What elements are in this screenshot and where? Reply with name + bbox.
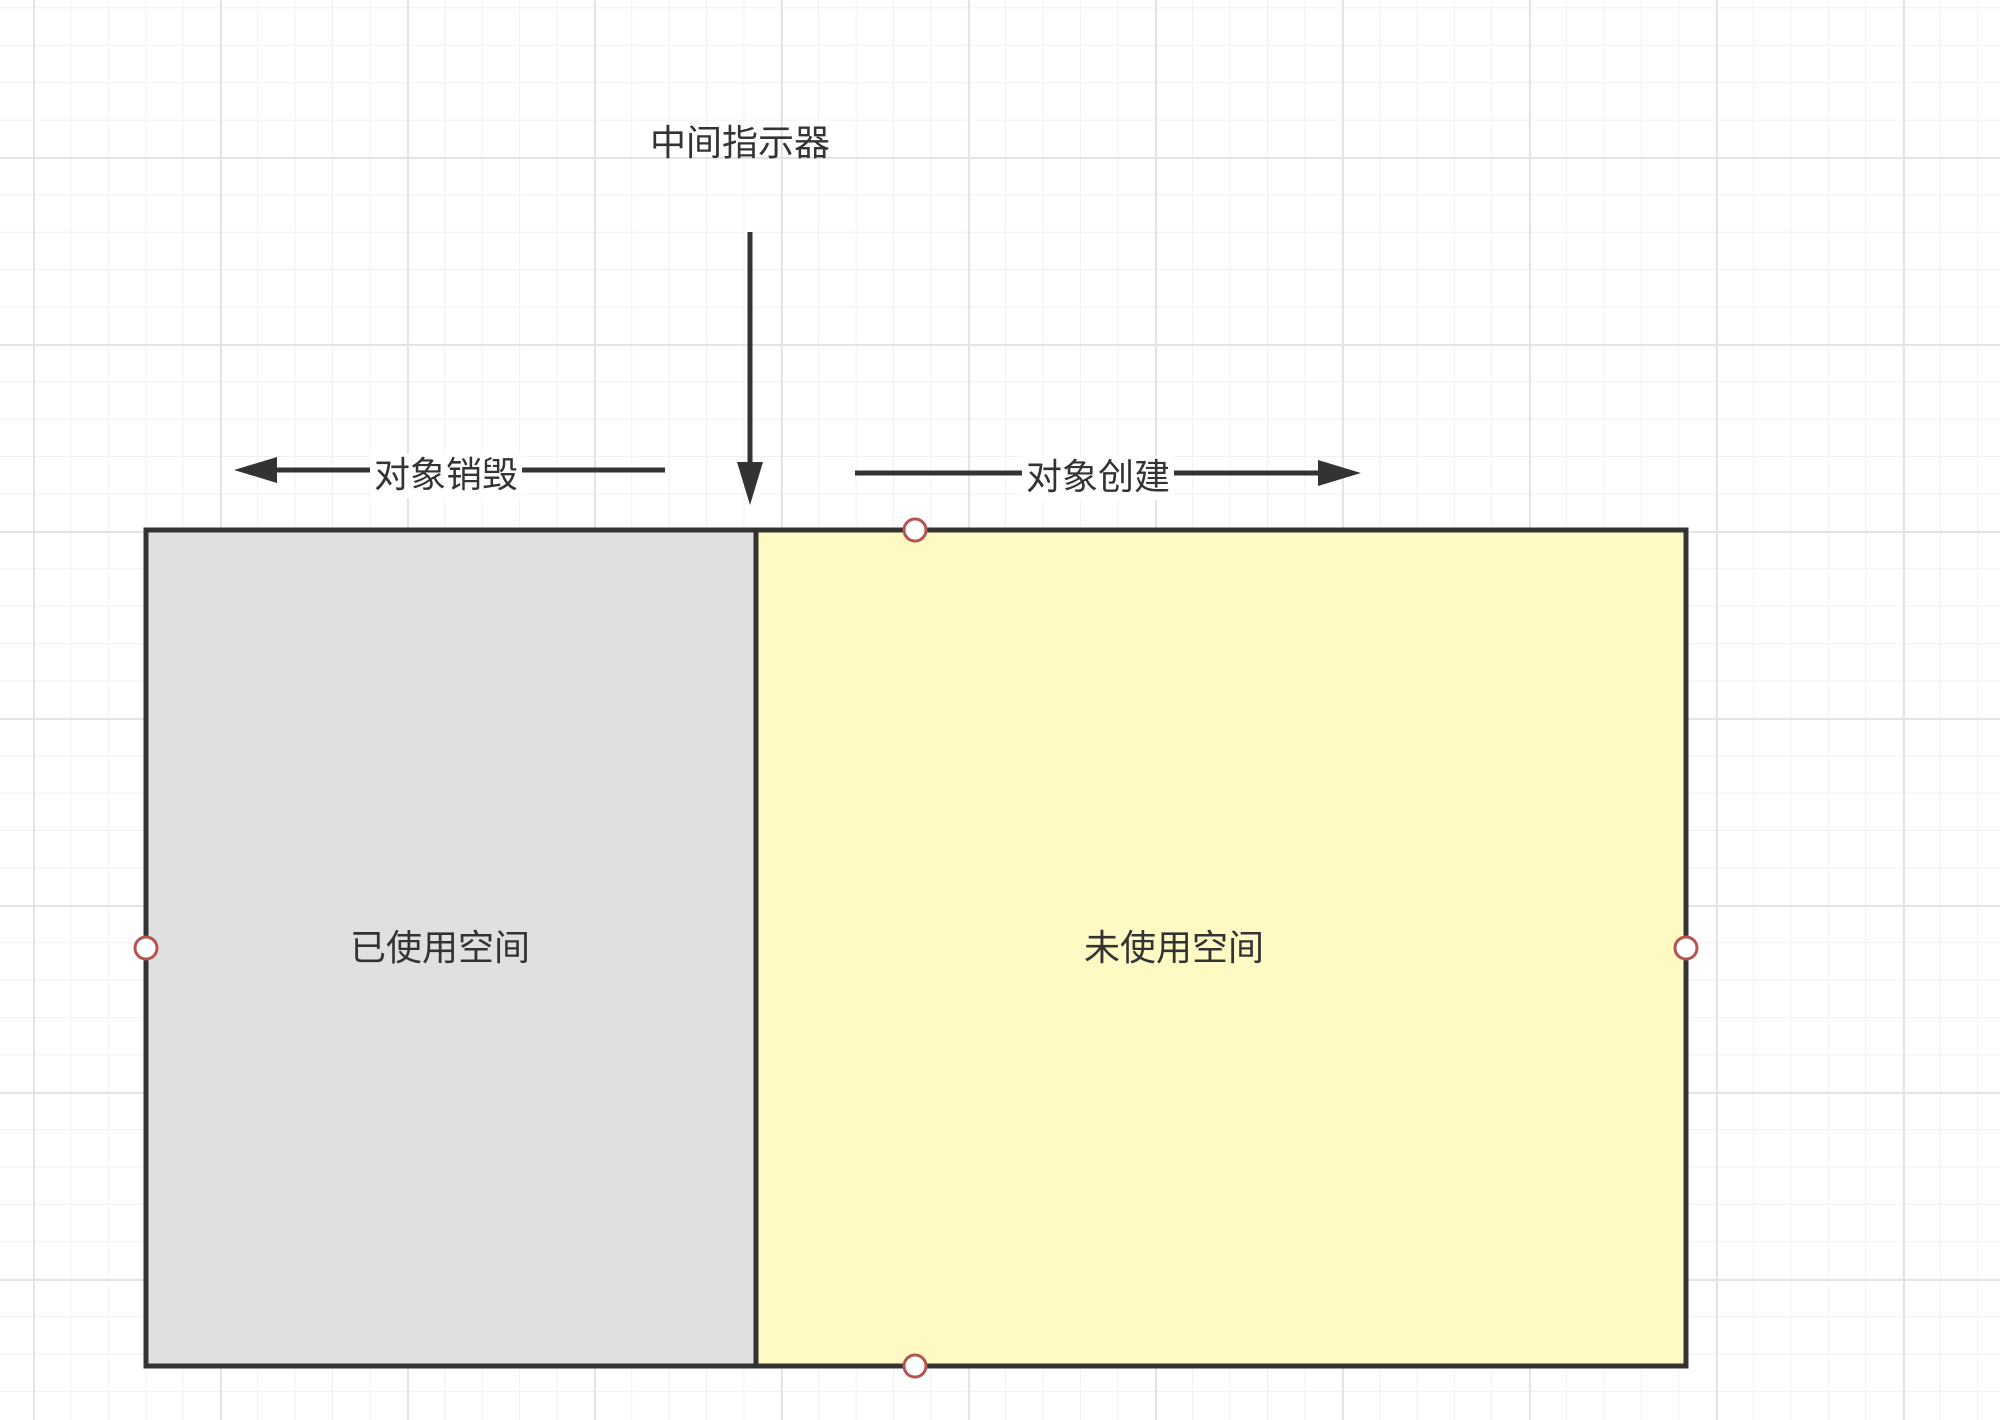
destroy-arrow-head xyxy=(234,457,277,483)
used-space-label: 已使用空间 xyxy=(350,928,531,969)
unused-space-label: 未使用空间 xyxy=(1084,928,1265,969)
unused-space-block[interactable] xyxy=(753,527,1689,1369)
indicator-arrow-head xyxy=(737,462,763,505)
create-label: 对象创建 xyxy=(1022,456,1175,500)
handle-left[interactable] xyxy=(133,935,159,961)
handle-bottom[interactable] xyxy=(902,1353,928,1379)
handle-right[interactable] xyxy=(1673,935,1699,961)
used-space-block[interactable] xyxy=(143,527,759,1369)
create-arrow-head xyxy=(1318,460,1361,486)
indicator-label: 中间指示器 xyxy=(650,123,831,164)
handle-top[interactable] xyxy=(902,517,928,543)
destroy-label: 对象销毁 xyxy=(370,454,523,498)
